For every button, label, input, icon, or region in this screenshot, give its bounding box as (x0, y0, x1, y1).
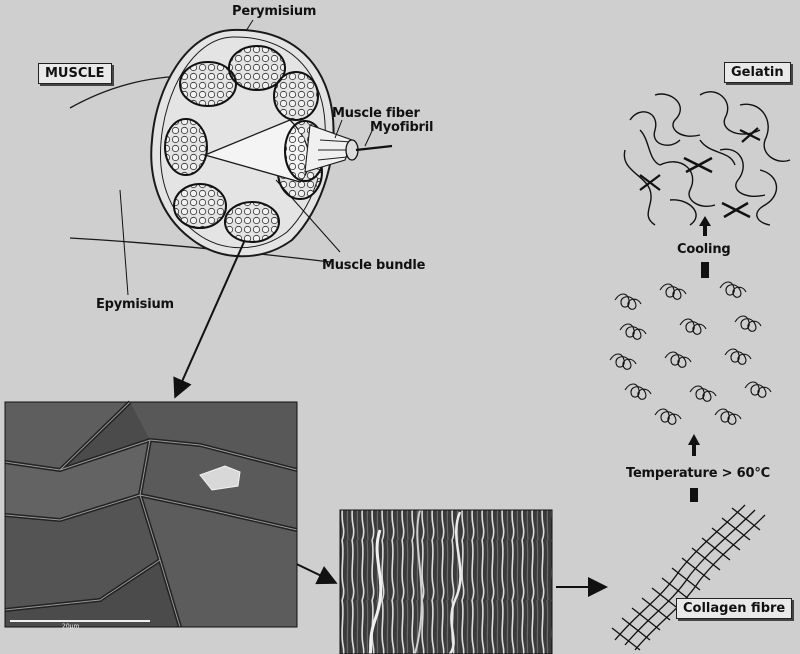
collagen-fibre-label: Collagen fibre (676, 598, 792, 619)
collagen-triple-helix (612, 505, 765, 650)
muscle-fiber-tube (305, 125, 352, 172)
muscle-bundle-label: Muscle bundle (322, 258, 425, 273)
fibre-closeup-photo (340, 510, 552, 654)
perymisium-label: Perymisium (232, 4, 316, 19)
gelatin-network (624, 92, 790, 225)
muscle-cross-section (70, 20, 392, 295)
epymisium-label: Epymisium (96, 297, 174, 312)
arrow-to-micrograph (176, 242, 244, 395)
micrograph-scale-text: 20μm (62, 623, 79, 630)
sem-micrograph (5, 402, 297, 627)
gelatin-label: Gelatin (724, 62, 791, 83)
temperature-label: Temperature > 60°C (626, 466, 770, 481)
denatured-coils (610, 282, 771, 424)
cooling-label: Cooling (677, 242, 730, 257)
myofibril-strand (356, 146, 392, 150)
muscle-fiber-label: Muscle fiber (332, 106, 420, 121)
muscle-label: MUSCLE (38, 63, 112, 84)
myofibril-label: Myofibril (370, 120, 433, 135)
